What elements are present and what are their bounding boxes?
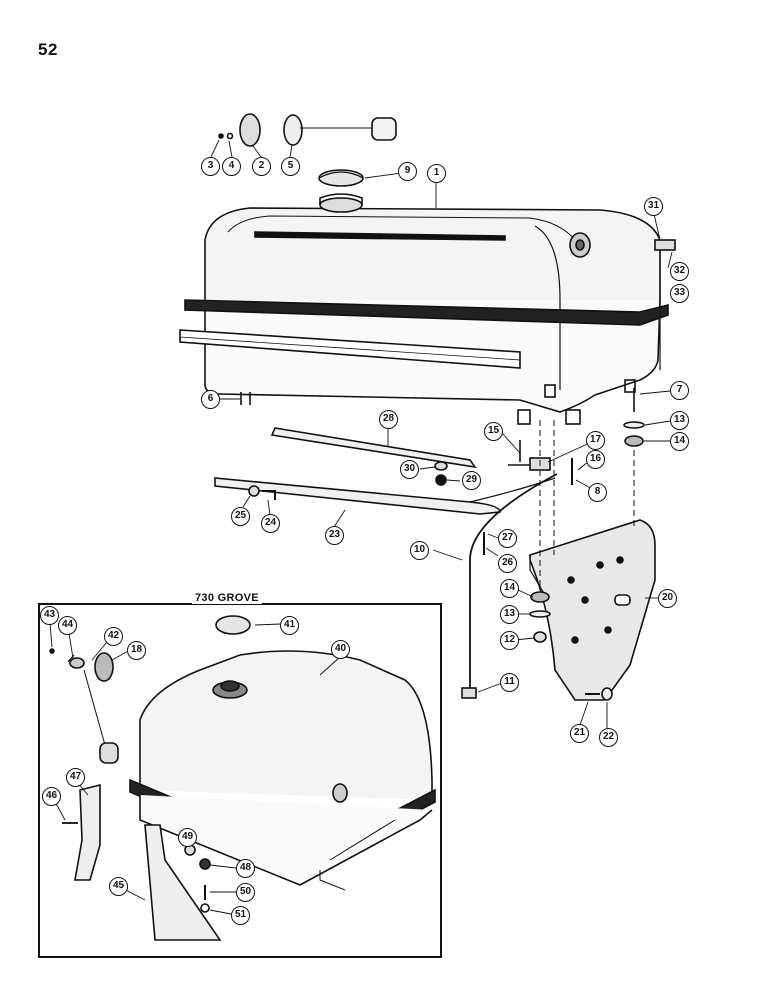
sender-gasket [283, 114, 303, 146]
callout-46: 46 [42, 787, 61, 806]
callout-15: 15 [484, 422, 503, 441]
sender-unit [239, 113, 261, 147]
callout-44: 44 [58, 616, 77, 635]
sender-float [371, 117, 397, 141]
callout-4: 4 [222, 157, 241, 176]
page-number: 52 [38, 40, 58, 59]
fuel-line [469, 473, 558, 690]
callout-42: 42 [104, 627, 123, 646]
callout-41: 41 [280, 616, 299, 635]
callout-40: 40 [331, 640, 350, 659]
callout-31: 31 [644, 197, 663, 216]
callout-21: 21 [570, 724, 589, 743]
callout-47: 47 [66, 768, 85, 787]
callout-22: 22 [599, 728, 618, 747]
callout-11: 11 [500, 673, 519, 692]
callout-27: 27 [498, 529, 517, 548]
inset-frame [38, 603, 442, 958]
callout-10: 10 [410, 541, 429, 560]
callout-50: 50 [236, 883, 255, 902]
callout-13-left: 13 [500, 605, 519, 624]
callout-48: 48 [236, 859, 255, 878]
callout-8: 8 [588, 483, 607, 502]
strap-28 [270, 427, 477, 469]
callout-7: 7 [670, 381, 689, 400]
mounting-bracket [529, 519, 656, 701]
callout-32: 32 [670, 262, 689, 281]
callout-24: 24 [261, 514, 280, 533]
callout-49: 49 [178, 828, 197, 847]
callout-43: 43 [40, 606, 59, 625]
callout-2: 2 [252, 157, 271, 176]
fuel-tank-730-grove [129, 650, 436, 891]
inset-title: 730 GROVE [192, 592, 262, 604]
callout-33: 33 [670, 284, 689, 303]
callout-12: 12 [500, 631, 519, 650]
callout-17: 17 [586, 431, 605, 450]
callout-51: 51 [231, 906, 250, 925]
callout-9: 9 [398, 162, 417, 181]
callout-14-left: 14 [500, 579, 519, 598]
callout-23: 23 [325, 526, 344, 545]
callout-3: 3 [201, 157, 220, 176]
strap-23 [214, 477, 501, 515]
callout-25: 25 [231, 507, 250, 526]
callout-29: 29 [462, 471, 481, 490]
callout-13: 13 [670, 411, 689, 430]
callout-14: 14 [670, 432, 689, 451]
callout-16: 16 [586, 450, 605, 469]
callout-30: 30 [400, 460, 419, 479]
callout-28: 28 [379, 410, 398, 429]
callout-6: 6 [201, 390, 220, 409]
callout-1: 1 [427, 164, 446, 183]
fuel-tank-main [179, 193, 669, 425]
callout-26: 26 [498, 554, 517, 573]
inset-filler-cap [215, 615, 251, 635]
callout-45: 45 [109, 877, 128, 896]
callout-5: 5 [281, 157, 300, 176]
callout-20: 20 [658, 589, 677, 608]
callout-18: 18 [127, 641, 146, 660]
